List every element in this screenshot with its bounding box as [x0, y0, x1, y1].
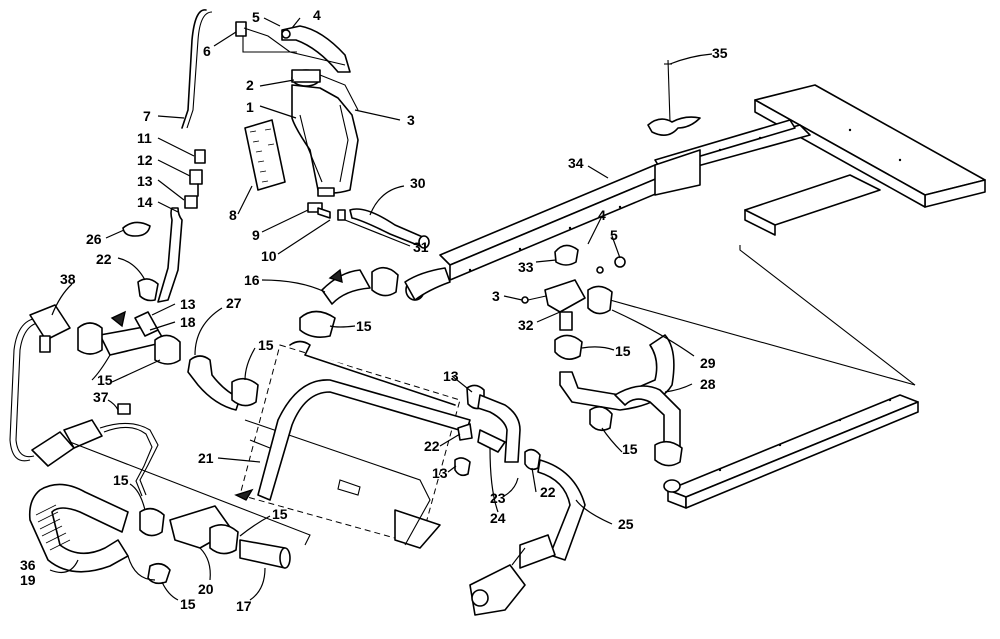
callout-38: 38	[60, 271, 76, 287]
bottle-outlet-fittings	[307, 202, 430, 249]
callout-19: 19	[20, 572, 36, 588]
callout-10: 10	[261, 248, 277, 264]
callout-4: 4	[598, 207, 606, 223]
callout-13: 13	[180, 296, 196, 312]
callout-numbers: 5 4 6 2 1 3 7 11 12 13 14 8 9 10 26 30 3…	[20, 7, 728, 614]
heater-cord	[9, 304, 159, 497]
vent-hose-outline	[186, 11, 213, 129]
bypass-valve-assembly	[521, 244, 683, 467]
callout-5: 5	[252, 9, 260, 25]
callout-28: 28	[700, 376, 716, 392]
callout-23: 23	[490, 490, 506, 506]
callout-15: 15	[615, 343, 631, 359]
callout-24: 24	[490, 510, 506, 526]
callout-20: 20	[198, 581, 214, 597]
callout-30: 30	[410, 175, 426, 191]
callout-4: 4	[313, 7, 321, 23]
callout-37: 37	[93, 389, 109, 405]
level-scale	[244, 119, 286, 191]
callout-33: 33	[518, 259, 534, 275]
hose-27	[187, 355, 259, 411]
callout-8: 8	[229, 207, 237, 223]
callout-15: 15	[258, 337, 274, 353]
tee-fitting	[77, 310, 181, 365]
callout-22: 22	[424, 438, 440, 454]
callout-31: 31	[413, 239, 429, 255]
callout-7: 7	[143, 108, 151, 124]
callout-12: 12	[137, 152, 153, 168]
arrow-marker-top	[328, 268, 343, 284]
callout-13: 13	[443, 368, 459, 384]
callout-15: 15	[180, 596, 196, 612]
callout-3: 3	[407, 112, 415, 128]
callout-6: 6	[203, 43, 211, 59]
callout-15: 15	[97, 372, 113, 388]
callout-9: 9	[252, 227, 260, 243]
bottle-bracket	[235, 21, 351, 73]
callout-35: 35	[712, 45, 728, 61]
water-pump-hoses	[454, 384, 586, 616]
lower-hoses	[28, 441, 311, 585]
heat-exchanger-assembly	[404, 84, 986, 509]
callout-13: 13	[432, 465, 448, 481]
callout-26: 26	[86, 231, 102, 247]
callout-2: 2	[246, 77, 254, 93]
callout-32: 32	[518, 317, 534, 333]
callout-25: 25	[618, 516, 634, 532]
leader-lines	[49, 17, 713, 601]
callout-1: 1	[246, 99, 254, 115]
vent-hose	[181, 9, 207, 129]
band-26	[122, 221, 151, 237]
callout-22: 22	[540, 484, 556, 500]
callout-29: 29	[700, 355, 716, 371]
callout-11: 11	[137, 130, 152, 146]
callout-17: 17	[236, 598, 252, 614]
rivets	[468, 128, 902, 472]
callout-14: 14	[137, 194, 153, 210]
hose-fittings-left	[137, 149, 206, 303]
callout-22: 22	[96, 251, 112, 267]
callout-15: 15	[272, 506, 288, 522]
callout-15: 15	[356, 318, 372, 334]
callout-16: 16	[244, 272, 260, 288]
callout-15: 15	[622, 441, 638, 457]
engine-frame	[239, 340, 461, 549]
callout-21: 21	[198, 450, 214, 466]
callout-18: 18	[180, 314, 196, 330]
callout-36: 36	[20, 557, 36, 573]
hose-16	[299, 266, 399, 338]
callout-34: 34	[568, 155, 584, 171]
coolant-bottle	[291, 69, 359, 197]
bracket-35	[647, 59, 701, 136]
callout-15: 15	[113, 472, 129, 488]
arrow-marker-left	[234, 488, 254, 501]
callout-3: 3	[492, 288, 500, 304]
callout-13: 13	[137, 173, 153, 189]
callout-27: 27	[226, 295, 242, 311]
callout-5: 5	[610, 227, 618, 243]
